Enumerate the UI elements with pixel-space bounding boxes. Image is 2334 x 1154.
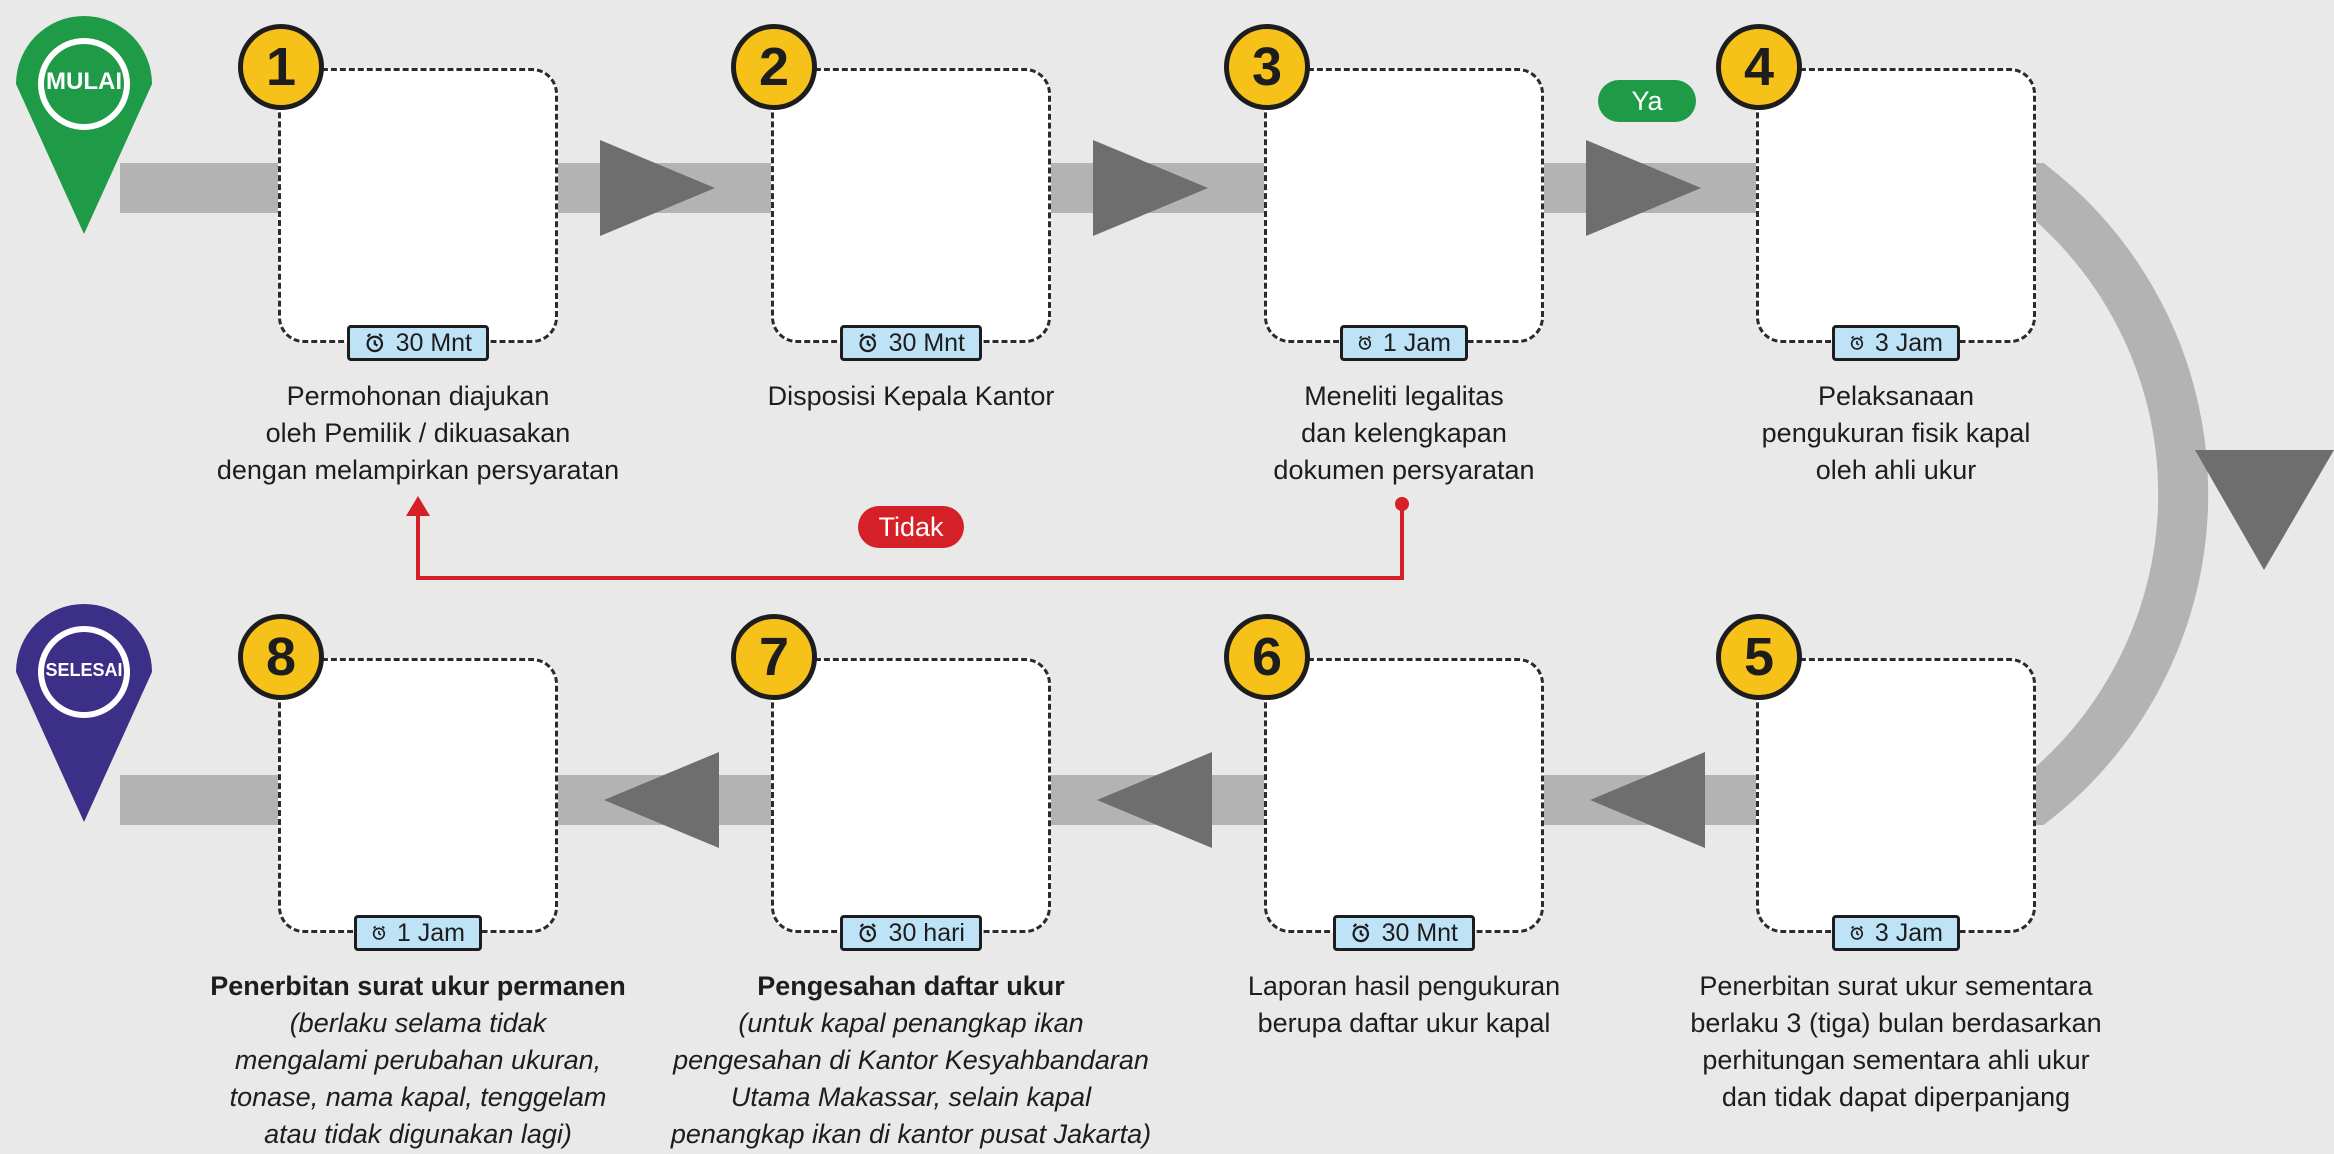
step-number-badge: 1 <box>238 24 324 110</box>
step-duration-text: 30 Mnt <box>888 328 965 357</box>
step-description-line: dengan melampirkan persyaratan <box>216 455 620 485</box>
step-card-7 <box>771 658 1051 933</box>
step-description-line: Penerbitan surat ukur sementara <box>1699 971 2093 1001</box>
step-description-line: perhitungan sementara ahli ukur <box>1702 1045 2090 1075</box>
step-description-line: Pelaksanaan <box>1817 381 1975 411</box>
step-description-line: pengukuran fisik kapal <box>1761 418 2031 448</box>
return-line-arrowhead <box>406 496 430 516</box>
step-duration-text: 30 Mnt <box>1381 918 1458 947</box>
step-description-line: dokumen persyaratan <box>1273 455 1535 485</box>
step-description: Meneliti legalitas dan kelengkapan dokumen… <box>1194 378 1614 489</box>
step-duration-text: 1 Jam <box>396 918 465 947</box>
step-duration: 30 Mnt <box>840 325 982 361</box>
step-number-badge: 4 <box>1716 24 1802 110</box>
step-description-line: oleh Pemilik / dikuasakan <box>265 418 571 448</box>
step-description: Permohonan diajukan oleh Pemilik / dikuas… <box>188 378 648 489</box>
step-duration-text: 30 Mnt <box>395 328 472 357</box>
alarm-clock-icon <box>1850 925 1864 940</box>
step-description: Penerbitan surat ukur sementara berlaku 3… <box>1656 968 2136 1116</box>
flow-arrow-3-4 <box>1586 140 1701 236</box>
step-duration: 3 Jam <box>1832 915 1960 951</box>
alarm-clock-icon <box>859 333 877 353</box>
alarm-clock-icon <box>366 333 384 353</box>
step-number-badge: 5 <box>1716 614 1802 700</box>
step-duration: 30 hari <box>840 915 982 951</box>
alarm-clock-icon <box>1352 923 1370 943</box>
step-duration: 30 Mnt <box>1333 915 1475 951</box>
step-note-line: tonase, nama kapal, tenggelam <box>229 1082 607 1112</box>
step-duration-text: 30 hari <box>888 918 965 947</box>
step-number-badge: 2 <box>731 24 817 110</box>
step-note-line: Utama Makassar, selain kapal <box>730 1082 1092 1112</box>
alarm-clock-icon <box>859 923 877 943</box>
step-description-line: oleh ahli ukur <box>1815 455 1977 485</box>
step-card-2 <box>771 68 1051 343</box>
return-line <box>416 504 1404 580</box>
alarm-clock-icon <box>372 925 386 940</box>
step-title: Pengesahan daftar ukur <box>757 971 1065 1001</box>
step-note-line: (berlaku selama tidak <box>289 1008 547 1038</box>
flow-arrow-7-8 <box>604 752 719 848</box>
step-duration: 30 Mnt <box>347 325 489 361</box>
step-note-line: atau tidak digunakan lagi) <box>264 1119 572 1149</box>
flow-arrow-6-7 <box>1097 752 1212 848</box>
step-duration: 1 Jam <box>1340 325 1468 361</box>
flow-arrow-down <box>2195 450 2334 570</box>
step-duration-text: 1 Jam <box>1382 328 1451 357</box>
step-card-8 <box>278 658 558 933</box>
step-card-5 <box>1756 658 2036 933</box>
step-description-line: Meneliti legalitas <box>1304 381 1504 411</box>
step-note-line: mengalami perubahan ukuran, <box>234 1045 602 1075</box>
decision-yes-pill: Ya <box>1598 80 1696 122</box>
step-description: Pelaksanaan pengukuran fisik kapal oleh ah… <box>1686 378 2106 489</box>
step-card-4 <box>1756 68 2036 343</box>
start-pin-label: MULAI <box>46 68 122 96</box>
step-description: Penerbitan surat ukur permanen (berlaku s… <box>188 968 648 1153</box>
step-description-line: berlaku 3 (tiga) bulan berdasarkan <box>1690 1008 2102 1038</box>
step-note-line: (untuk kapal penangkap ikan <box>738 1008 1084 1038</box>
step-description-line: Disposisi Kepala Kantor <box>767 381 1055 411</box>
step-duration-text: 3 Jam <box>1874 918 1943 947</box>
start-pin <box>16 16 152 234</box>
step-duration: 3 Jam <box>1832 325 1960 361</box>
step-duration-text: 3 Jam <box>1874 328 1943 357</box>
step-note-line: pengesahan di Kantor Kesyahbandaran <box>673 1045 1149 1075</box>
step-description: Laporan hasil pengukuran berupa daftar uk… <box>1194 968 1614 1042</box>
step-number-badge: 6 <box>1224 614 1310 700</box>
step-title: Penerbitan surat ukur permanen <box>210 971 626 1001</box>
step-number-badge: 8 <box>238 614 324 700</box>
step-card-1 <box>278 68 558 343</box>
end-pin-label: SELESAI <box>45 660 123 681</box>
step-description-line: dan kelengkapan <box>1301 418 1507 448</box>
end-pin <box>16 604 152 822</box>
flow-arrow-1-2 <box>600 140 715 236</box>
flow-band <box>120 163 2209 825</box>
step-number-badge: 3 <box>1224 24 1310 110</box>
step-description-line: Permohonan diajukan <box>286 381 550 411</box>
step-description-line: berupa daftar ukur kapal <box>1257 1008 1551 1038</box>
step-duration: 1 Jam <box>354 915 482 951</box>
alarm-clock-icon <box>1850 335 1864 350</box>
step-note-line: penangkap ikan di kantor pusat Jakarta) <box>670 1119 1152 1149</box>
step-description: Disposisi Kepala Kantor <box>701 378 1121 415</box>
step-number-badge: 7 <box>731 614 817 700</box>
flow-arrow-5-6 <box>1590 752 1705 848</box>
decision-no-pill: Tidak <box>858 506 964 548</box>
step-description: Pengesahan daftar ukur (untuk kapal penan… <box>651 968 1171 1153</box>
alarm-clock-icon <box>1358 335 1372 350</box>
return-line-dot <box>1395 497 1409 511</box>
step-description-line: dan tidak dapat diperpanjang <box>1721 1082 2071 1112</box>
flow-arrow-2-3 <box>1093 140 1208 236</box>
step-description-line: Laporan hasil pengukuran <box>1247 971 1561 1001</box>
step-card-3 <box>1264 68 1544 343</box>
step-card-6 <box>1264 658 1544 933</box>
